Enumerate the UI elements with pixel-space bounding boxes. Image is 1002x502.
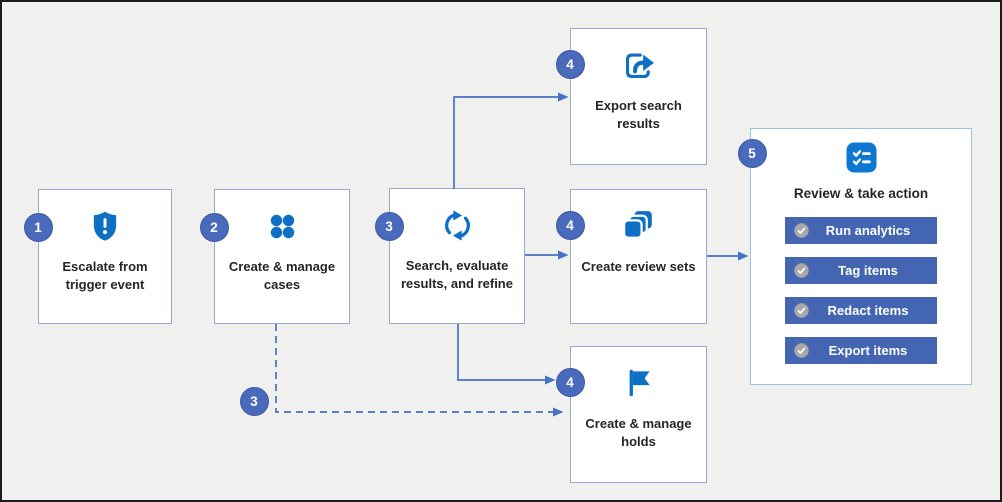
shield-exclamation-icon	[88, 206, 122, 246]
connector-cases-to-holds-dashed	[275, 324, 553, 413]
node-label: Create review sets	[581, 259, 696, 274]
step-badge-4-review-sets: 4	[555, 210, 585, 240]
node-create-manage-cases: Create & manage cases	[214, 189, 350, 324]
run-analytics-button: Run analytics	[785, 217, 937, 244]
check-circle-icon	[794, 343, 809, 358]
flag-icon	[622, 363, 656, 403]
step-badge-1: 1	[23, 212, 53, 242]
check-circle-icon	[794, 303, 809, 318]
connector-search-to-holds	[457, 324, 545, 381]
tag-items-button: Tag items	[785, 257, 937, 284]
panel-review-take-action: Review & take action Run analytics Tag i…	[750, 128, 972, 385]
share-export-icon	[620, 45, 657, 85]
arrowhead	[738, 251, 749, 261]
connector-search-to-export	[453, 96, 558, 189]
export-items-button: Export items	[785, 337, 937, 364]
node-label: Create & manage holds	[585, 416, 692, 450]
step-badge-5: 5	[737, 138, 767, 168]
check-circle-icon	[794, 223, 809, 238]
action-label: Export items	[828, 343, 908, 358]
action-label: Tag items	[838, 263, 898, 278]
step-badge-4-holds: 4	[555, 367, 585, 397]
step-badge-3-branch: 3	[239, 386, 269, 416]
checklist-icon	[846, 142, 877, 173]
node-create-review-sets: Create review sets	[570, 189, 707, 324]
redact-items-button: Redact items	[785, 297, 937, 324]
sync-icon	[440, 205, 475, 245]
action-list: Run analytics Tag items Redact items	[785, 217, 937, 377]
action-label: Run analytics	[825, 223, 911, 238]
node-create-manage-holds: Create & manage holds	[570, 346, 707, 483]
arrowhead	[558, 250, 569, 260]
arrowhead	[545, 375, 556, 385]
node-export-search-results: Export search results	[570, 28, 707, 165]
layered-squares-icon	[620, 206, 657, 246]
step-badge-2: 2	[199, 212, 229, 242]
node-label: Export search results	[595, 98, 682, 132]
node-label: Create & manage cases	[228, 259, 336, 293]
node-search-evaluate-refine: Search, evaluate results, and refine	[389, 188, 525, 324]
node-label: Escalate from trigger event	[62, 259, 148, 293]
grid-dots-icon	[267, 206, 298, 246]
panel-title: Review & take action	[793, 186, 929, 201]
arrowhead	[558, 92, 569, 102]
node-label: Search, evaluate results, and refine	[401, 258, 513, 292]
step-badge-3: 3	[374, 211, 404, 241]
action-label: Redact items	[827, 303, 909, 318]
arrowhead	[553, 407, 564, 417]
node-escalate-from-trigger-event: Escalate from trigger event	[38, 189, 172, 324]
step-badge-4-export: 4	[555, 49, 585, 79]
check-circle-icon	[794, 263, 809, 278]
